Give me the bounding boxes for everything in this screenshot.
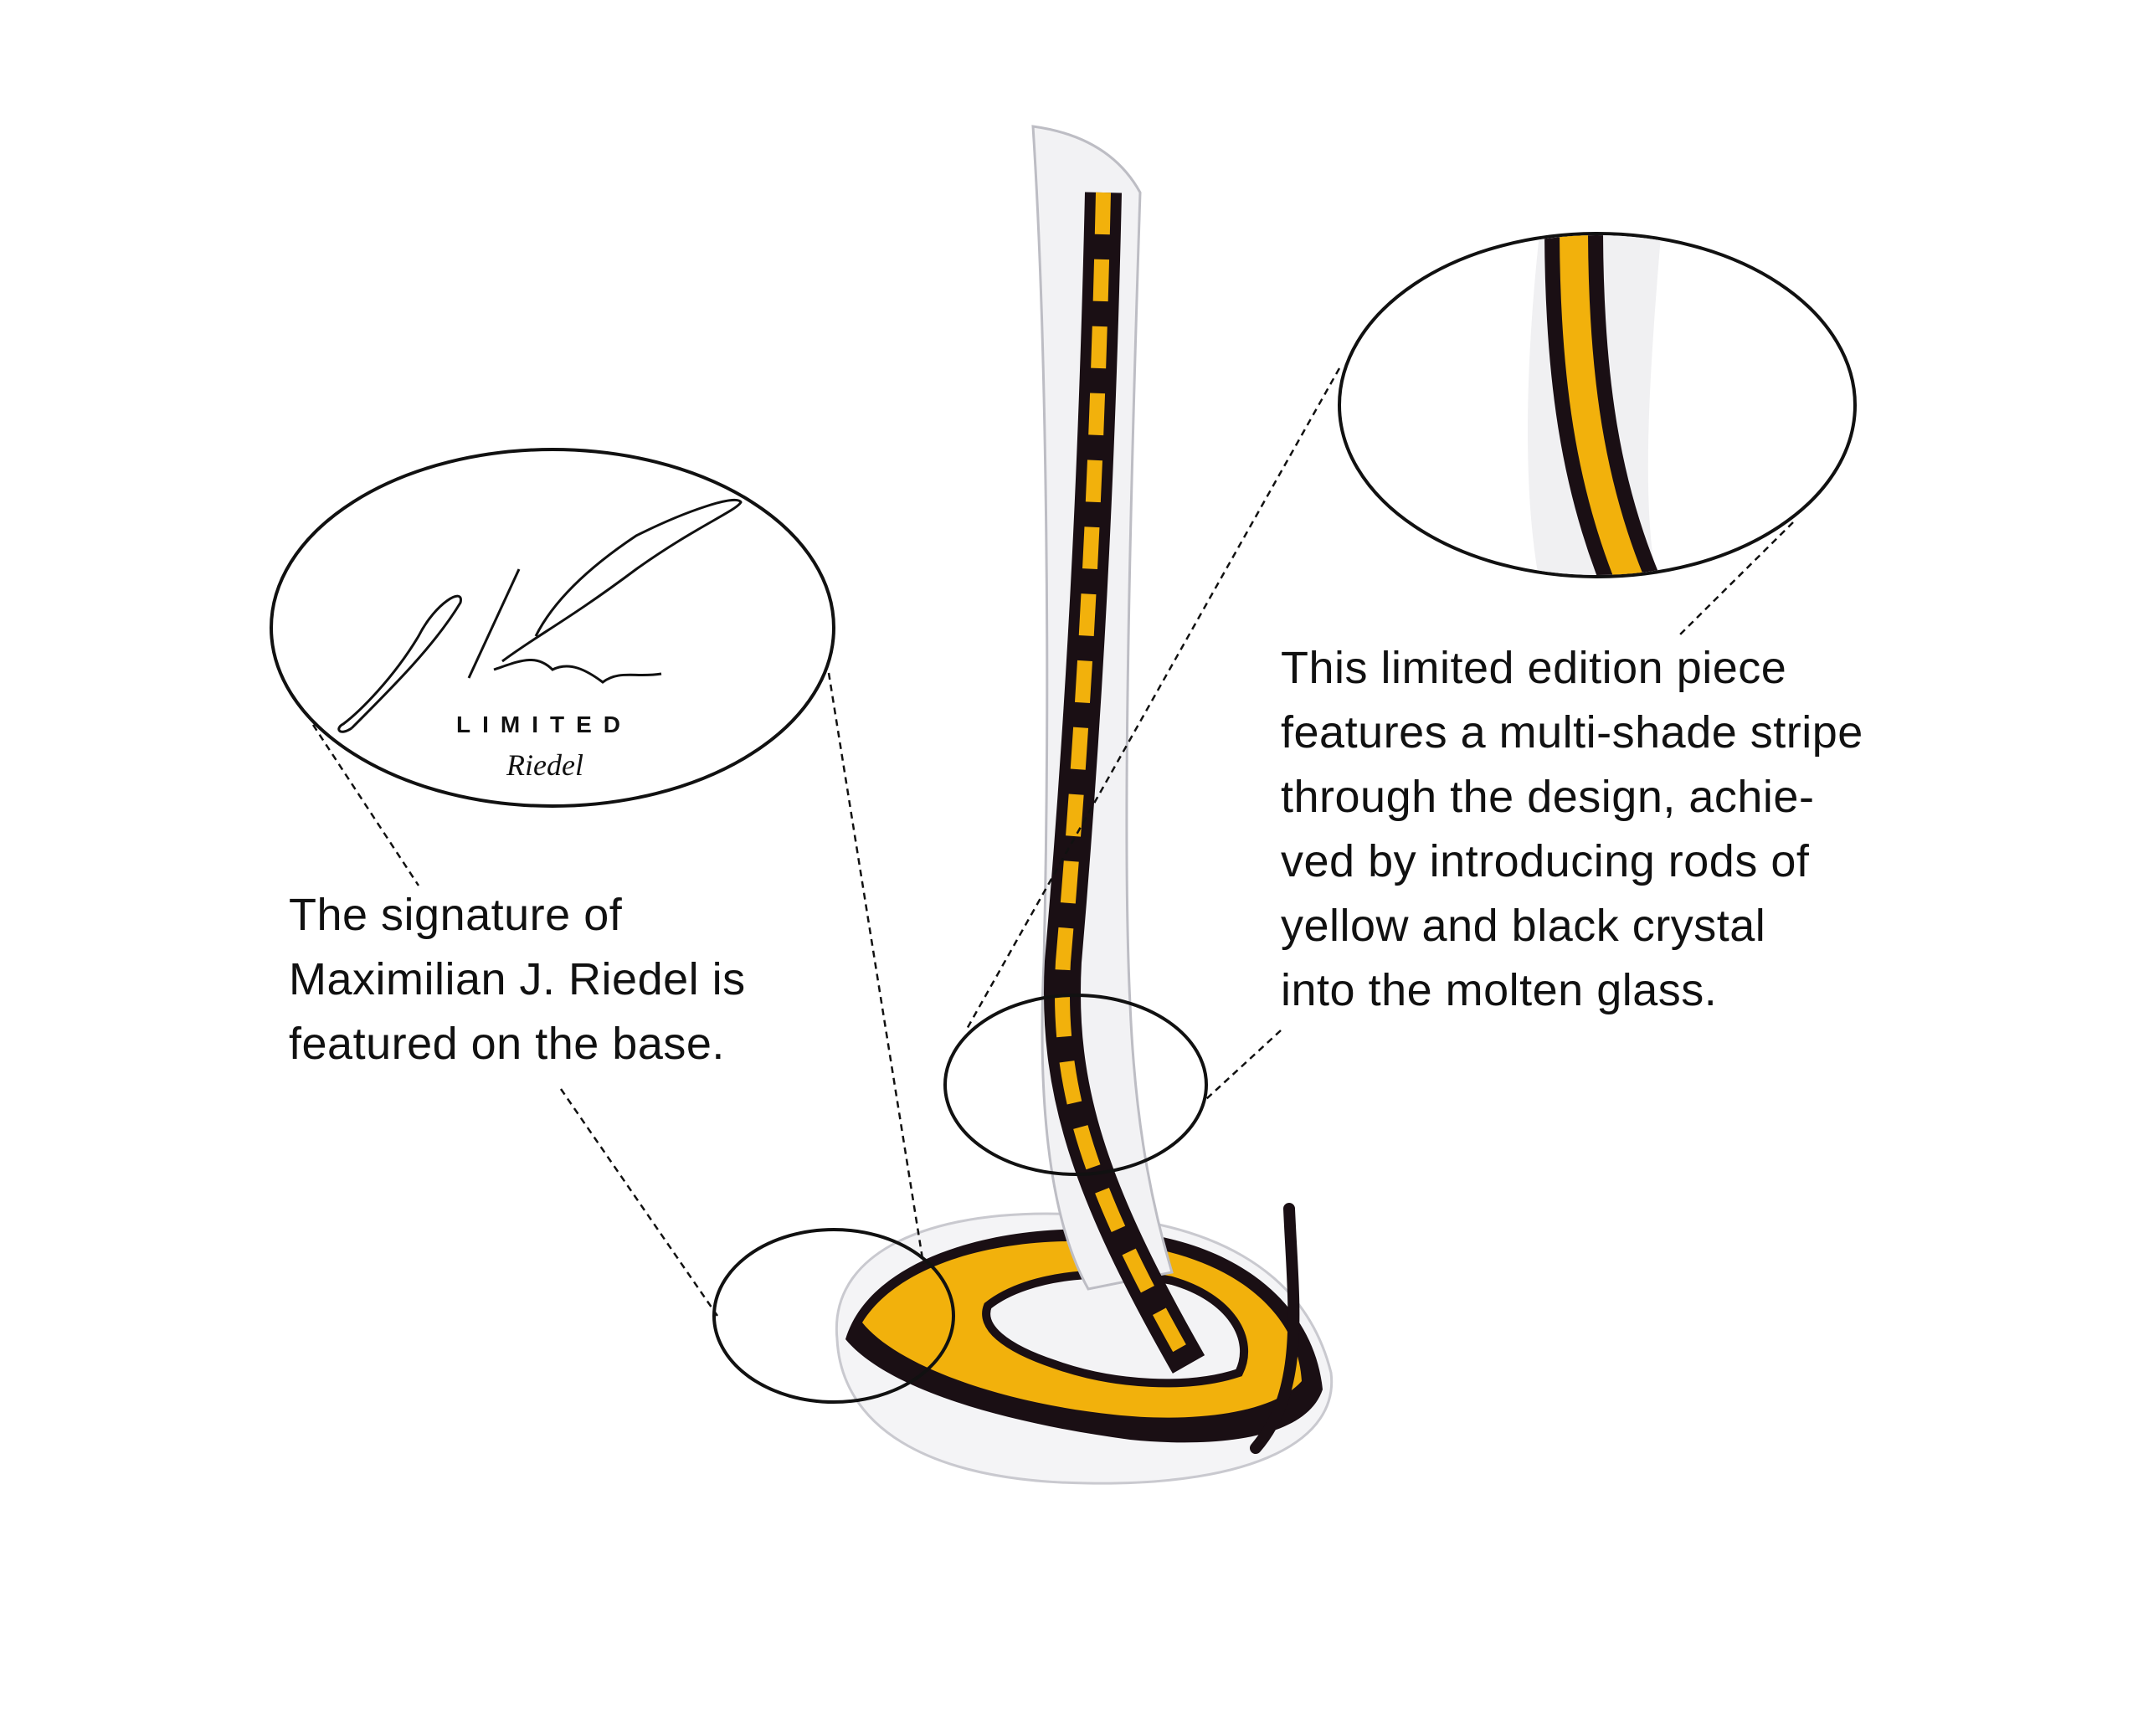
- stripe-detail-image: [1528, 235, 1662, 575]
- stripe-caption: This limited edition piece features a mu…: [1281, 636, 1863, 1023]
- leader-line: [559, 1088, 719, 1317]
- neck-callout-ellipse: [943, 994, 1208, 1176]
- decanter-hook: [1250, 1203, 1300, 1454]
- caption-line: This limited edition piece: [1281, 643, 1787, 693]
- signature-graphic: [337, 498, 743, 733]
- leader-line: [827, 672, 925, 1265]
- caption-line: Maximilian J. Riedel is: [289, 954, 746, 1004]
- limited-label: LIMITED: [456, 711, 632, 737]
- caption-line: The signature of: [289, 890, 623, 940]
- caption-line: through the design, achie-: [1281, 772, 1815, 822]
- base-callout-ellipse: [712, 1228, 955, 1404]
- riedel-logo: Riedel: [506, 748, 583, 782]
- caption-line: ved by introducing rods of: [1281, 836, 1810, 886]
- caption-line: into the molten glass.: [1281, 965, 1718, 1015]
- signature-caption: The signature of Maximilian J. Riedel is…: [289, 883, 746, 1076]
- caption-line: featured on the base.: [289, 1019, 725, 1069]
- caption-line: features a multi-shade stripe: [1281, 707, 1863, 758]
- leader-lines: [311, 367, 1794, 1317]
- leader-line: [1678, 521, 1794, 637]
- decanter-illustration: [835, 125, 1334, 1485]
- neck-stripe-yellow: [1054, 192, 1195, 1369]
- leader-line: [311, 724, 420, 886]
- leader-line: [1205, 1030, 1282, 1100]
- caption-line: yellow and black crystal: [1281, 901, 1766, 951]
- leader-line: [964, 367, 1341, 1031]
